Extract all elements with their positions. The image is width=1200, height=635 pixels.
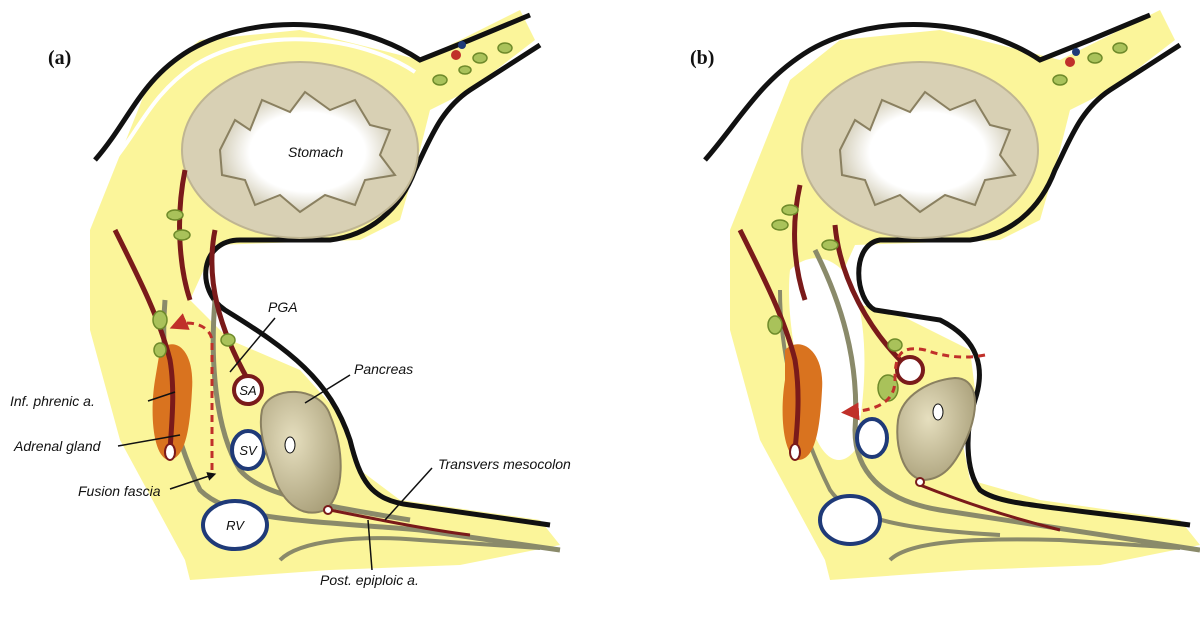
inf-phrenic-artery-section [164, 443, 176, 461]
vessel-red-dot [1065, 57, 1075, 67]
sa-label: SA [239, 383, 256, 398]
inf-phrenic-artery [112, 228, 176, 451]
fascia-line-inner [210, 299, 411, 523]
lymph-node [458, 65, 472, 75]
transvers-mesocolon-label: Transvers mesocolon [438, 456, 571, 472]
fascia-line-lower [888, 537, 1181, 562]
lymph-node [432, 74, 448, 86]
lymph-node [1052, 74, 1068, 86]
lymph-node [153, 342, 167, 358]
vessel-blue-dot [1072, 48, 1080, 56]
splenic-artery [232, 374, 264, 406]
adrenal-gland [782, 344, 823, 460]
pga-label: PGA [268, 299, 298, 315]
lining-line [108, 37, 417, 167]
peritoneum-line-inner [203, 42, 551, 528]
pancreas-label: Pancreas [354, 361, 413, 377]
pancreas [896, 376, 976, 482]
lymph-node [887, 338, 903, 352]
sv-label: SV [239, 443, 258, 458]
artery-branch [792, 184, 808, 301]
inf-phrenic-artery-section [789, 443, 801, 461]
lymph-node [472, 52, 488, 64]
lymph-node [781, 204, 799, 216]
stomach-lumen [838, 90, 1017, 214]
splenic-vein [855, 417, 889, 459]
post-epiploic-artery [329, 508, 471, 537]
lymph-node [767, 315, 783, 335]
panel-b-label: (b) [690, 47, 714, 69]
pga-artery [209, 229, 251, 382]
post-epiploic-artery-section [323, 505, 333, 515]
panel-b: (b) [690, 10, 1200, 580]
peritoneum-line [93, 12, 531, 162]
stomach-label: Stomach [288, 144, 343, 160]
artery-branch [177, 169, 193, 301]
lymph-node [166, 209, 184, 221]
peritoneum-line-inner [856, 42, 1191, 528]
renal-vein [818, 494, 882, 546]
lymph-node [152, 310, 168, 330]
fascia-line-lower [278, 536, 541, 562]
fusion-fascia-label: Fusion fascia [78, 483, 161, 499]
vessel-blue-dot [458, 41, 466, 49]
lymph-node [497, 42, 513, 54]
adrenal-label: Adrenal gland [13, 438, 102, 454]
pancreatic-duct [932, 403, 944, 421]
fusion-fascia-line [812, 248, 1200, 553]
lymph-node [220, 333, 236, 347]
post-epiploic-label: Post. epiploic a. [320, 572, 419, 588]
splenic-artery [895, 355, 925, 385]
lymph-node [771, 219, 789, 231]
leader-lines [117, 317, 433, 571]
pancreas [259, 390, 342, 514]
post-epiploic-artery-section [915, 477, 925, 487]
panel-a: Stomach SA SV RV [10, 10, 571, 588]
lymph-nodes [767, 42, 1128, 402]
vessel-red-dot [451, 50, 461, 60]
inf-phrenic-label: Inf. phrenic a. [10, 393, 95, 409]
renal-vein [201, 499, 269, 551]
lymph-node [1087, 52, 1103, 64]
lymph-node [173, 229, 191, 241]
lymph-node [821, 239, 839, 251]
lymph-node [1112, 42, 1128, 54]
peritoneum-line [703, 12, 1151, 162]
stomach-lumen [218, 90, 397, 214]
panel-a-label: (a) [48, 47, 71, 69]
splenic-vein [230, 429, 266, 471]
rv-label: RV [226, 518, 245, 533]
lymph-nodes [152, 42, 513, 358]
inf-phrenic-artery [737, 228, 801, 451]
post-epiploic-artery [919, 483, 1061, 532]
dissection-dashed-line [169, 313, 214, 470]
pancreatic-duct [284, 436, 296, 454]
dissection-dashed-line [841, 347, 986, 421]
